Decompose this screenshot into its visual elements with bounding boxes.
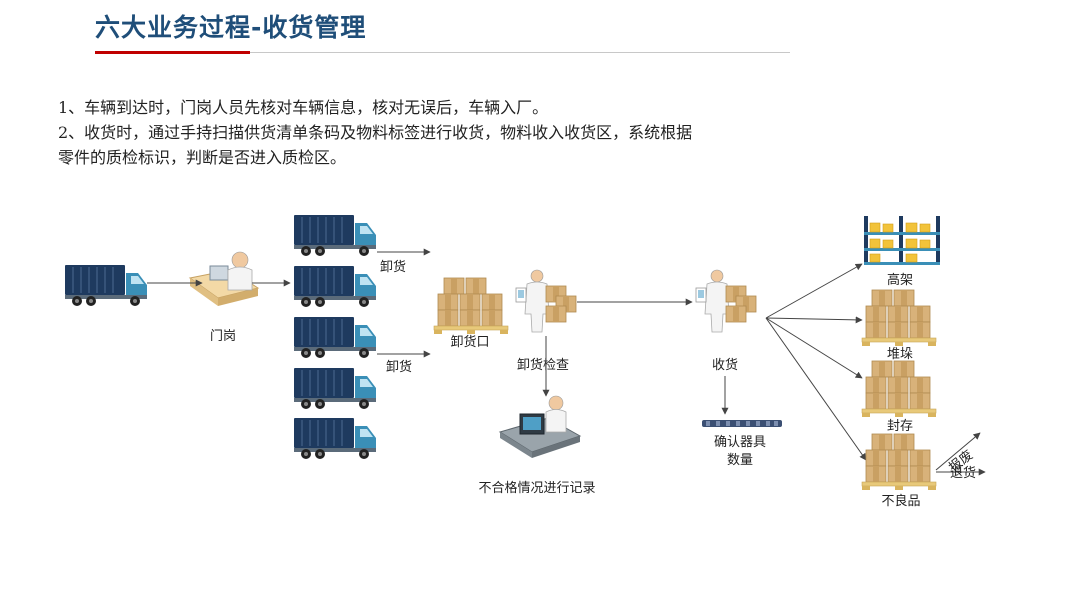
confirm-label-line-1: 确认器具	[714, 435, 766, 450]
nonconform-record-label: 不合格情况进行记录	[478, 480, 595, 496]
truck-icon	[293, 316, 377, 359]
description-line-2: 2、收货时，通过手持扫描供货清单条码及物料标签进行收货，物料收入收货区，系统根据…	[58, 123, 693, 167]
unload-top-label: 卸货	[380, 259, 406, 275]
stack-label: 堆垛	[887, 347, 913, 362]
description-line-1: 1、车辆到达时，门岗人员先核对车辆信息，核对无误后，车辆入厂。	[58, 98, 549, 117]
unload-bottom-label: 卸货	[386, 359, 412, 375]
truck-icon	[293, 417, 377, 460]
confirm-label-line-2: 数量	[727, 453, 753, 468]
receive-worker-icon	[695, 269, 757, 333]
conveyor-icon	[702, 420, 782, 427]
unload-check-worker-icon	[515, 269, 577, 333]
gate-guard-icon	[188, 251, 260, 306]
description: 1、车辆到达时，门岗人员先核对车辆信息，核对无误后，车辆入厂。 2、收货时，通过…	[58, 95, 698, 170]
arrow-to-scrap	[935, 432, 981, 471]
dock-label: 卸货口	[450, 334, 489, 350]
defective-label: 不良品	[881, 493, 920, 509]
title-underline	[250, 52, 790, 53]
return-label: 退货	[950, 465, 976, 481]
arrow-to-high-rack	[765, 263, 863, 319]
page-title: 六大业务过程-收货管理	[95, 13, 367, 42]
gate-truck-icon	[64, 264, 148, 307]
high-rack-icon	[864, 216, 940, 265]
seal-label: 封存	[887, 419, 913, 434]
receive-label: 收货	[712, 357, 738, 373]
arrow-to-defective	[765, 317, 867, 461]
title-underline-accent	[95, 51, 250, 54]
stack-pallet-icon	[862, 290, 936, 346]
gate-label: 门岗	[210, 329, 236, 344]
truck-queue	[293, 214, 377, 460]
truck-icon	[293, 367, 377, 410]
seal-pallet-icon	[862, 361, 936, 417]
arrow-to-stack	[765, 316, 863, 324]
defective-pallet-icon	[862, 434, 936, 490]
record-workstation-icon	[498, 395, 582, 458]
truck-icon	[293, 265, 377, 308]
unload-check-label: 卸货检查	[517, 357, 569, 373]
dock-pallet-icon	[434, 278, 508, 334]
truck-icon	[293, 214, 377, 257]
arrow-to-seal	[765, 317, 863, 379]
high-rack-label: 高架	[887, 272, 913, 288]
